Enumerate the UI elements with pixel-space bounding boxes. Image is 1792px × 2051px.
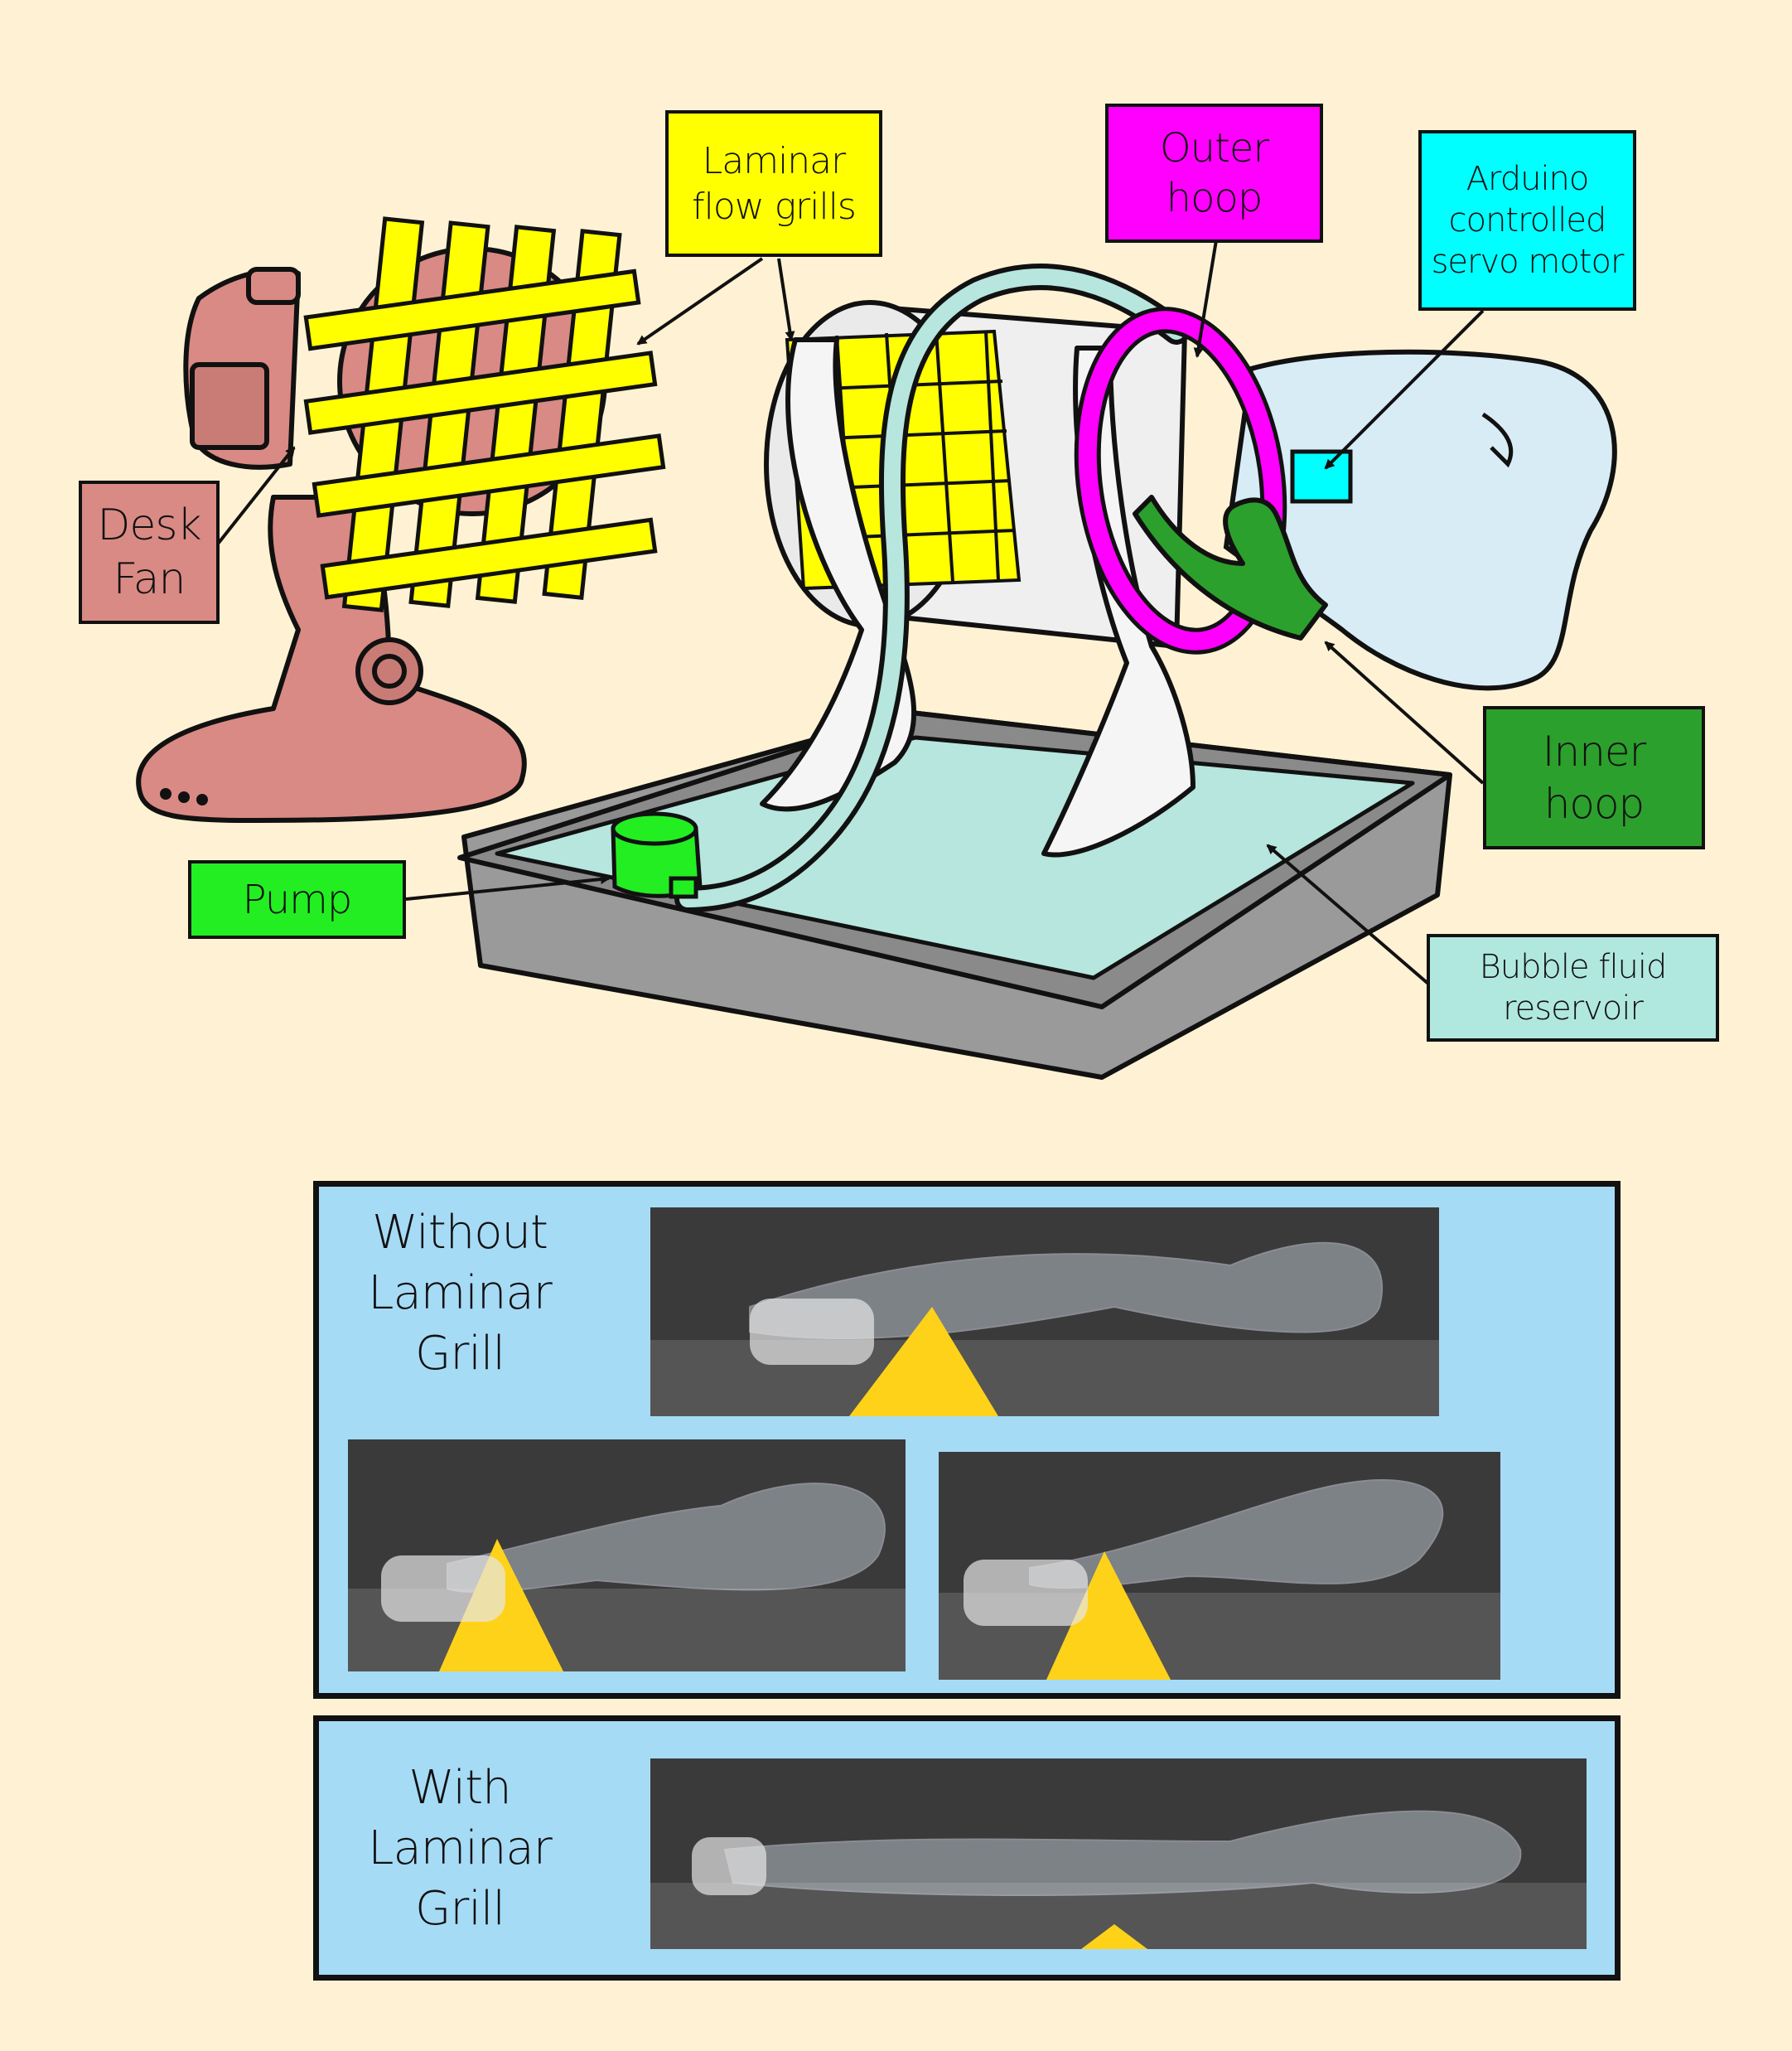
photo-without-grill-1: [650, 1207, 1439, 1416]
label-laminar-flow-grills: Laminar flow grills: [665, 110, 882, 257]
panel-without-grill: Without Laminar Grill: [313, 1181, 1621, 1699]
panel-with-grill: With Laminar Grill: [313, 1715, 1621, 1981]
label-connectors: [214, 239, 1485, 986]
with-grill-title: With Laminar Grill: [368, 1761, 552, 1936]
label-inner-hoop: Inner hoop: [1483, 706, 1705, 849]
inner-hoop: [1133, 495, 1328, 641]
label-servo-motor: Arduino controlled servo motor: [1418, 130, 1636, 311]
label-desk-fan: Desk Fan: [79, 481, 220, 624]
label-reservoir: Bubble fluid reservoir: [1427, 934, 1719, 1042]
servo-motor: [1290, 449, 1353, 504]
label-pump: Pump: [188, 860, 406, 939]
without-grill-title: Without Laminar Grill: [368, 1206, 552, 1381]
photo-without-grill-2: [348, 1439, 906, 1671]
label-outer-hoop: Outer hoop: [1105, 104, 1323, 243]
pump: [611, 811, 703, 899]
photo-without-grill-3: [939, 1452, 1500, 1680]
fan-laminar-grill: [303, 216, 666, 612]
photo-with-grill: [650, 1758, 1587, 1949]
reservoir-tray: [457, 710, 1452, 1080]
